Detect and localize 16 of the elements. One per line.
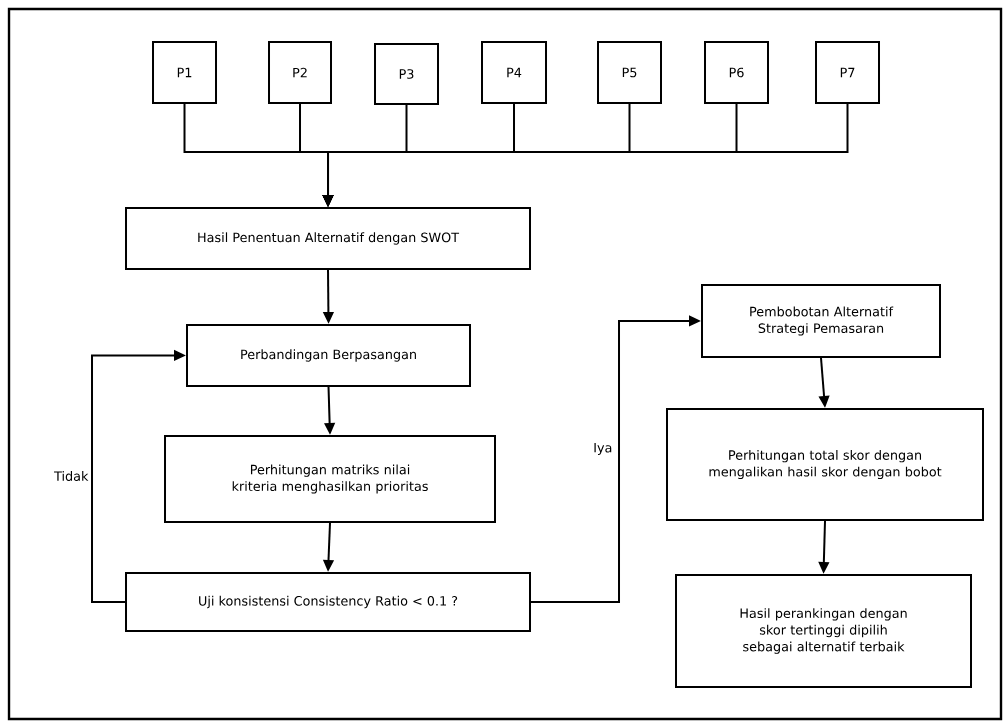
process-box: P1: [152, 41, 217, 104]
edge-label: Iya: [591, 441, 614, 457]
process-box: Uji konsistensi Consistency Ratio < 0.1 ?: [125, 572, 531, 632]
process-box: Perhitungan matriks nilai kriteria menghasilkan prioritas: [164, 435, 496, 523]
process-box: P7: [815, 41, 880, 104]
process-box: P2: [268, 41, 332, 104]
process-box: Perbandingan Berpasangan: [186, 324, 471, 387]
process-box: P3: [374, 43, 439, 105]
process-box: Hasil Penentuan Alternatif dengan SWOT: [125, 207, 531, 270]
edge-label: Tidak: [52, 469, 90, 483]
process-box: P4: [481, 41, 547, 104]
process-box: P5: [597, 41, 662, 104]
process-box: P6: [704, 41, 769, 104]
process-box: Pembobotan Alternatif Strategi Pemasaran: [701, 284, 941, 358]
process-box: Hasil perankingan dengan skor tertinggi dipilih sebagai alternatif terbaik: [675, 574, 972, 688]
process-box: Perhitungan total skor dengan mengalikan hasil skor dengan bobot: [666, 408, 984, 521]
